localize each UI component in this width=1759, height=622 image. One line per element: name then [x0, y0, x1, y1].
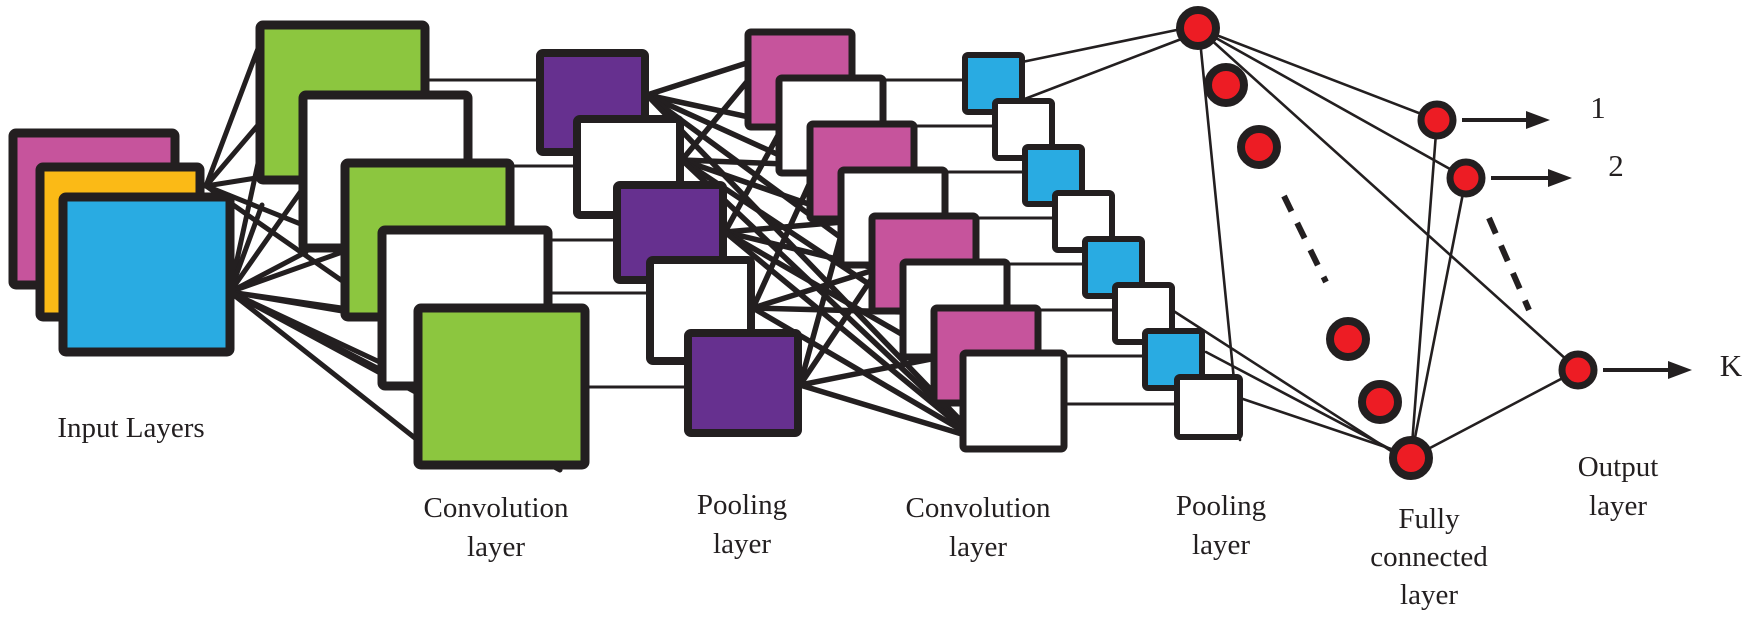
connection-pool2-to-fc-1 — [1020, 31, 1199, 102]
convolution-layer-1-map-5 — [413, 303, 590, 470]
label-class-1: 1 — [1590, 90, 1606, 125]
connection-pool1-to-conv2-0 — [644, 59, 753, 98]
connection-fc-to-output-0 — [1196, 26, 1439, 122]
fully-connected-layer-neuron-5 — [1358, 380, 1402, 424]
fully-connected-layer-neuron-3 — [1237, 125, 1281, 169]
connection-pool1-to-conv2-22 — [797, 382, 968, 438]
connection-pool1-to-conv2-5 — [679, 75, 753, 163]
connection-pool1-to-conv2-19 — [797, 225, 846, 388]
convolution-layer-2-map-8 — [959, 349, 1068, 453]
connection-fc-to-output-3 — [1409, 118, 1439, 460]
arrow-class-2-head — [1548, 169, 1572, 187]
fully-connected-layer-neuron-6 — [1389, 436, 1433, 480]
continuation-dashes — [1281, 194, 1532, 312]
connection-pool2-to-fc-5 — [1170, 308, 1407, 462]
connection-fc-to-output-5 — [1409, 368, 1580, 460]
connection-fc-to-output-2 — [1196, 26, 1580, 372]
pooling-layer-2-map-8 — [1174, 374, 1243, 440]
pooling-layer-2-map-7 — [1142, 328, 1205, 391]
fully-connected-layer-neuron-4 — [1326, 317, 1370, 361]
neuron-circles — [1176, 6, 1598, 480]
connection-pool2-to-fc-0 — [1020, 24, 1198, 64]
output-layer-neuron-1 — [1417, 100, 1457, 140]
output-arrows — [1462, 111, 1692, 379]
arrow-class-k-head — [1668, 361, 1692, 379]
output-continuation-dashes — [1486, 216, 1532, 312]
connection-input-to-conv1-7 — [227, 181, 309, 295]
connection-pool1-to-conv2-4 — [644, 92, 968, 428]
connection-pool1-to-conv2-16 — [750, 267, 877, 311]
output-layer-neuron-3 — [1558, 350, 1598, 390]
pooling-layer-1-map-5 — [684, 329, 802, 437]
connection-input-to-conv1-1 — [203, 115, 267, 189]
connection-fc-to-output-4 — [1409, 176, 1468, 460]
output-layer-neuron-2 — [1446, 158, 1486, 198]
connection-pool1-to-conv2-10 — [722, 127, 784, 235]
label-class-2: 2 — [1608, 148, 1624, 183]
input-layers-map-3 — [58, 192, 235, 357]
connection-pool1-to-conv2-18 — [750, 305, 968, 435]
connection-pool1-to-conv2-11 — [722, 219, 846, 235]
feature-map-squares — [8, 20, 1243, 470]
label-class-k: K — [1720, 348, 1743, 383]
connection-input-to-conv1-9 — [227, 247, 351, 295]
connection-pool1-to-conv2-3 — [644, 92, 877, 265]
connection-pool2-to-fc-2 — [1197, 28, 1242, 442]
connection-pool1-to-conv2-20 — [797, 272, 877, 388]
connection-pool1-to-conv2-15 — [750, 175, 815, 311]
fully-connected-layer-neuron-2 — [1204, 63, 1248, 107]
fc-continuation-dashes — [1281, 194, 1329, 284]
connection-fc-to-output-1 — [1196, 26, 1468, 180]
fully-connected-layer-neuron-1 — [1176, 6, 1220, 50]
connection-pool1-to-conv2-21 — [797, 355, 939, 388]
connection-pool1-to-conv2-14 — [722, 229, 968, 433]
label-input-layers: Input Layers — [57, 412, 204, 444]
connection-input-to-conv1-0 — [203, 35, 265, 189]
connection-input-to-conv1-14 — [227, 289, 423, 445]
connection-input-to-conv1-6 — [227, 202, 265, 295]
arrow-class-1-head — [1526, 111, 1550, 129]
